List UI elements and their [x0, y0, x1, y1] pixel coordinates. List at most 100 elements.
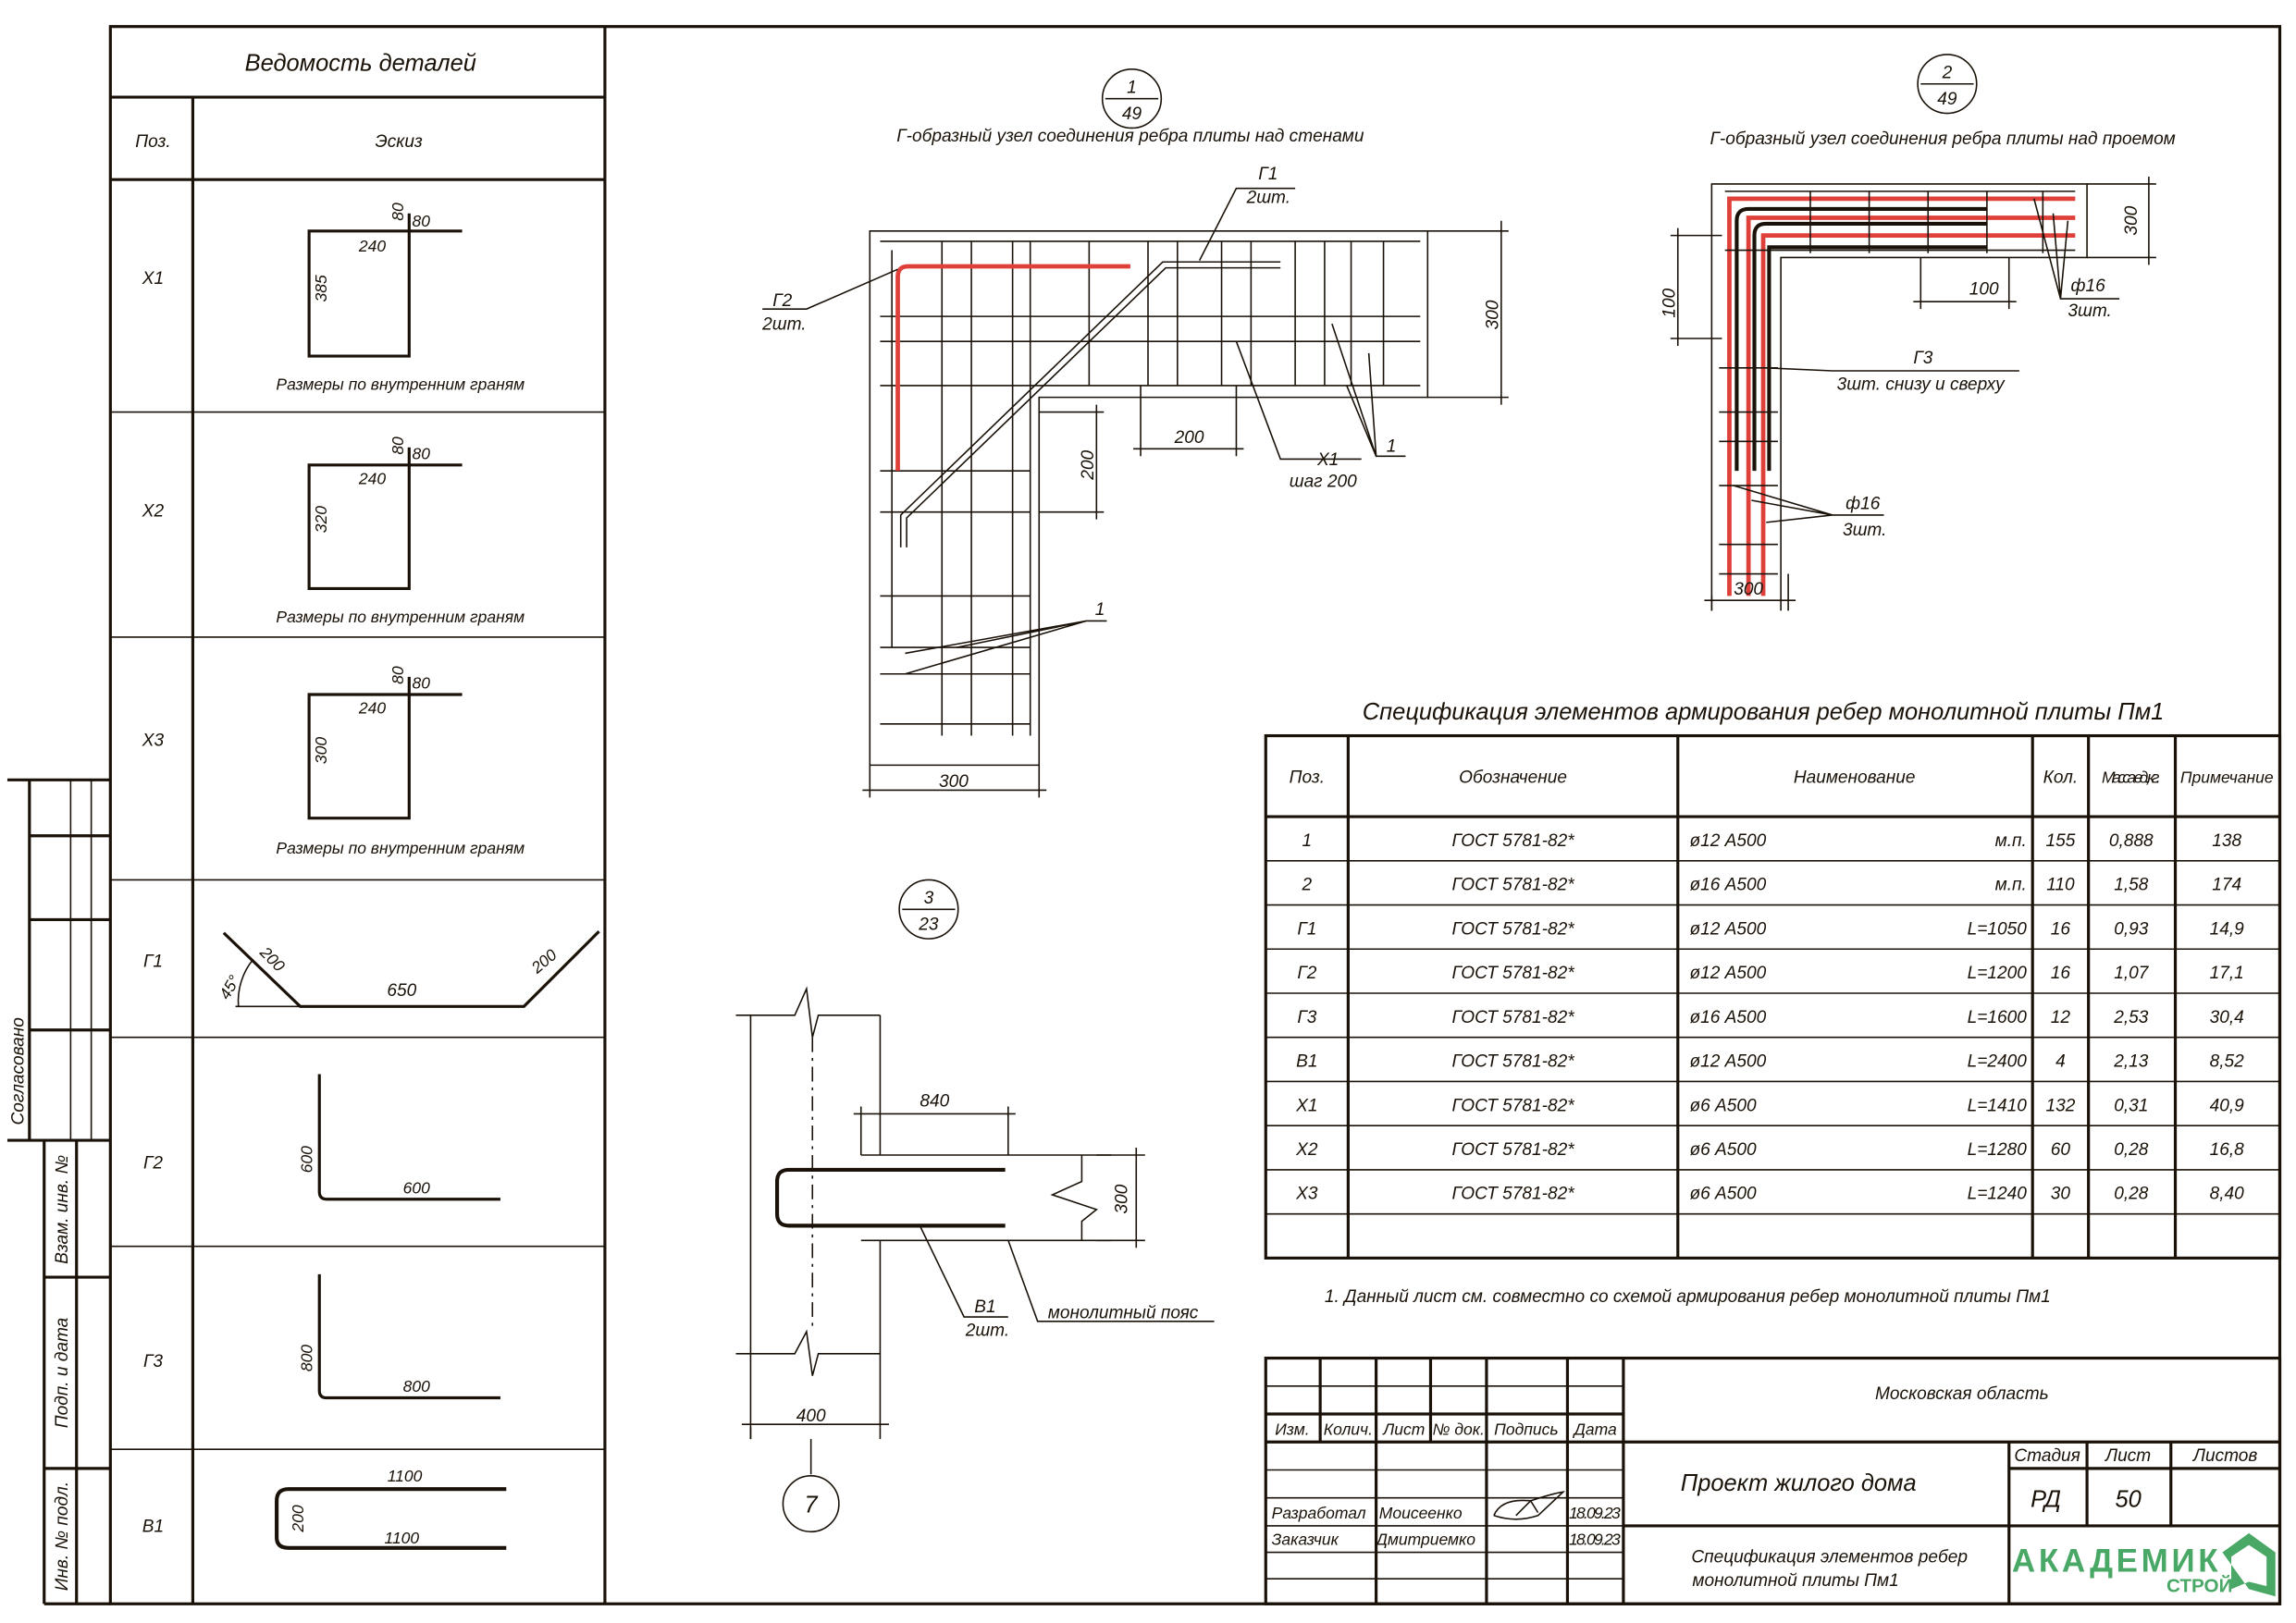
spec-cell-len: м.п.	[1995, 876, 2027, 895]
spec-cell-len: L=2400	[1968, 1052, 2028, 1072]
spec-cell-note: 14,9	[2210, 919, 2245, 939]
client-role: Заказчик	[1272, 1531, 1339, 1549]
node-1-detail: 1 49 Г-образный узел соединения ребра пл…	[761, 68, 1509, 798]
side-stamp: Согласовано Взам. инв. № Подп. и дата Ин…	[6, 778, 111, 1605]
spec-cell-note: 40,9	[2210, 1096, 2245, 1115]
spec-cell-qty: 16	[2051, 919, 2071, 939]
dim: 800	[403, 1377, 430, 1396]
dim: 200	[1079, 450, 1098, 481]
label: 2шт.	[1246, 189, 1290, 208]
spec-cell-qty: 132	[2046, 1096, 2076, 1115]
agreed-label: Согласовано	[8, 1017, 28, 1125]
dim: 400	[796, 1407, 826, 1426]
spec-cell-mass: 0,31	[2114, 1096, 2148, 1115]
sheet-label: Лист	[2104, 1446, 2151, 1466]
spec-cell-len: L=1600	[1968, 1008, 2028, 1027]
region: Московская область	[1875, 1384, 2049, 1404]
spec-cell-mass: 1,07	[2114, 964, 2150, 983]
part-pos: Х2	[142, 501, 165, 521]
spec-cell-pos: В1	[1296, 1052, 1317, 1072]
spec-cell-len: L=1280	[1968, 1140, 2028, 1160]
label: ф16	[1845, 495, 1881, 514]
spec-cell-name: ø12 А500	[1689, 831, 1766, 851]
label: шаг 200	[1290, 473, 1357, 492]
spec-cell-name: ø12 А500	[1689, 1052, 1766, 1072]
label: Г3	[1913, 349, 1932, 368]
developed-name: Моисеенко	[1379, 1504, 1463, 1522]
dim: 300	[1734, 580, 1763, 599]
tb-header: Колич.	[1324, 1420, 1373, 1438]
spec-cell-mass: 0,888	[2109, 831, 2154, 851]
l-bar-sketch	[317, 1074, 500, 1201]
dim: 1100	[388, 1467, 423, 1485]
spec-cell-name: ø12 А500	[1689, 919, 1766, 939]
spec-cell-name: ø16 А500	[1689, 1008, 1766, 1027]
dim: 320	[312, 506, 330, 533]
spec-cell-len: L=1410	[1968, 1096, 2028, 1115]
spec-cell-name: ø6 А500	[1689, 1140, 1757, 1160]
label: ф16	[2071, 277, 2106, 296]
spec-table: Спецификация элементов армирования ребер…	[1264, 699, 2282, 1307]
stirrup-sketch	[307, 447, 463, 591]
spec-cell-qty: 30	[2051, 1185, 2071, 1204]
dim: 385	[312, 275, 330, 301]
spec-header: Обозначение	[1459, 768, 1567, 787]
l-bar-sketch	[317, 1273, 500, 1400]
label: 1	[1095, 600, 1105, 620]
developed-date: 18.09.23	[1569, 1504, 1621, 1522]
part-note: Размеры по внутренним граням	[276, 608, 525, 626]
dim: 600	[403, 1178, 430, 1197]
spec-cell-doc: ГОСТ 5781-82*	[1452, 831, 1575, 851]
spec-cell-doc: ГОСТ 5781-82*	[1452, 1096, 1575, 1115]
spec-cell-note: 8,40	[2210, 1185, 2245, 1204]
label: 2шт.	[965, 1322, 1009, 1341]
part-note: Размеры по внутренним граням	[276, 375, 525, 394]
spec-cell-name: ø12 А500	[1689, 964, 1766, 983]
spec-cell-len: L=1240	[1968, 1185, 2028, 1204]
spec-cell-mass: 0,28	[2114, 1185, 2149, 1204]
u-bar-sketch	[275, 1487, 507, 1550]
label: В1	[974, 1297, 995, 1317]
spec-cell-mass: 0,93	[2114, 919, 2149, 939]
node-sheet: 49	[1122, 105, 1142, 124]
stage-label: Стадия	[2014, 1446, 2080, 1466]
dim: 240	[358, 237, 386, 255]
inv-label: Инв. № подл.	[53, 1482, 72, 1591]
spec-header: Масса ед.,кг.	[2102, 768, 2161, 786]
svg-text:СТРОЙ: СТРОЙ	[2166, 1575, 2233, 1597]
developed-role: Разработал	[1272, 1504, 1366, 1522]
spec-cell-mass: 0,28	[2114, 1140, 2149, 1160]
spec-cell-doc: ГОСТ 5781-82*	[1452, 1052, 1575, 1072]
label: Г2	[772, 291, 792, 311]
client-name: Дмитриемко	[1375, 1531, 1476, 1549]
spec-cell-pos: 1	[1302, 831, 1313, 851]
dim: 300	[939, 772, 969, 792]
part-pos: Х1	[142, 269, 164, 289]
spec-cell-note: 174	[2212, 876, 2241, 895]
dim: 80	[389, 436, 407, 455]
spec-cell-pos: Х2	[1295, 1140, 1318, 1160]
axis-label: 7	[805, 1493, 819, 1518]
spec-cell-len: L=1200	[1968, 964, 2028, 983]
spec-cell-qty: 60	[2051, 1140, 2071, 1160]
part-note: Размеры по внутренним граням	[276, 839, 525, 857]
client-date: 18.09.23	[1569, 1531, 1621, 1549]
signature	[1493, 1491, 1566, 1520]
spec-header: Наименование	[1794, 768, 1916, 787]
spec-title: Спецификация элементов армирования ребер…	[1363, 699, 2164, 725]
dim: 300	[1484, 300, 1503, 329]
dim: 840	[920, 1092, 949, 1112]
spec-cell-pos: 2	[1302, 876, 1313, 895]
header-sketch: Эскиз	[376, 132, 423, 152]
tb-header: Дата	[1573, 1420, 1617, 1438]
spec-header: Кол.	[2043, 768, 2079, 787]
node-number: 3	[924, 889, 934, 908]
spec-cell-name: ø6 А500	[1689, 1096, 1757, 1115]
part-pos: Х3	[142, 732, 165, 751]
dim: 200	[289, 1505, 307, 1532]
